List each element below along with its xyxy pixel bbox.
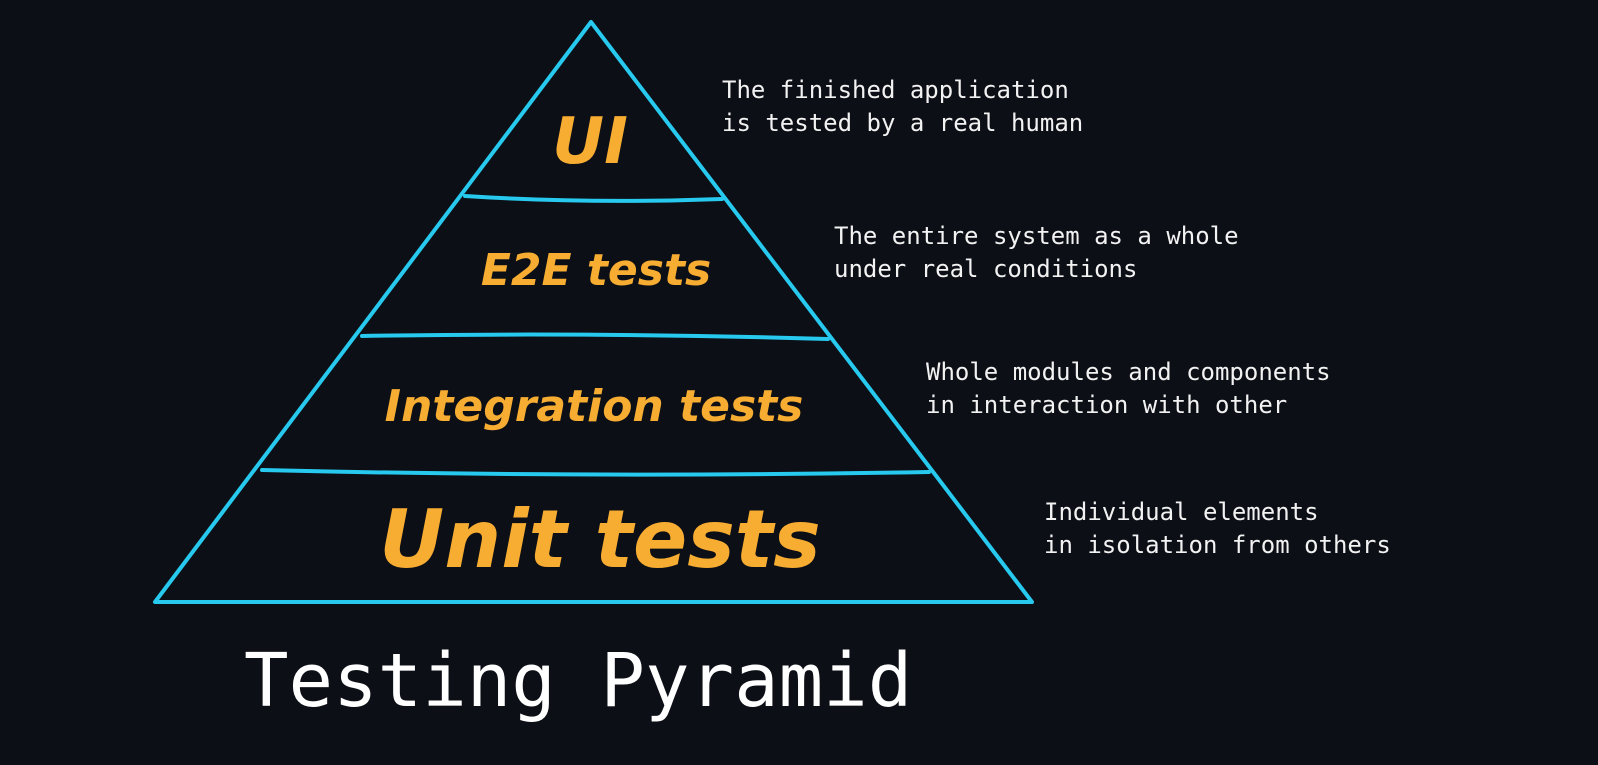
tier-divider-integration-unit (260, 468, 931, 477)
description-line: Whole modules and components (926, 358, 1331, 386)
tier-divider-ui-e2e (463, 194, 724, 203)
tier-label-e2e: E2E tests (481, 245, 711, 296)
tier-label-ui: UI (552, 105, 628, 179)
pyramid-outline (153, 20, 1034, 604)
description-line: under real conditions (834, 255, 1138, 283)
description-line: Individual elements (1044, 498, 1319, 526)
tier-description-ui: The finished application is tested by a … (722, 74, 1083, 140)
tier-label-integration: Integration tests (385, 381, 804, 432)
description-line: is tested by a real human (722, 109, 1084, 137)
description-line: The entire system as a whole (834, 222, 1239, 250)
tier-description-e2e: The entire system as a whole under real … (834, 220, 1239, 286)
tier-description-unit: Individual elements in isolation from ot… (1044, 496, 1391, 562)
description-line: in isolation from others (1044, 531, 1391, 559)
description-line: The finished application (722, 76, 1069, 104)
tier-divider-e2e-integration (360, 332, 830, 341)
description-line: in interaction with other (926, 391, 1288, 419)
tier-label-unit: Unit tests (379, 493, 820, 586)
diagram-title: Testing Pyramid (244, 638, 913, 724)
tier-description-integration: Whole modules and components in interact… (926, 356, 1331, 422)
